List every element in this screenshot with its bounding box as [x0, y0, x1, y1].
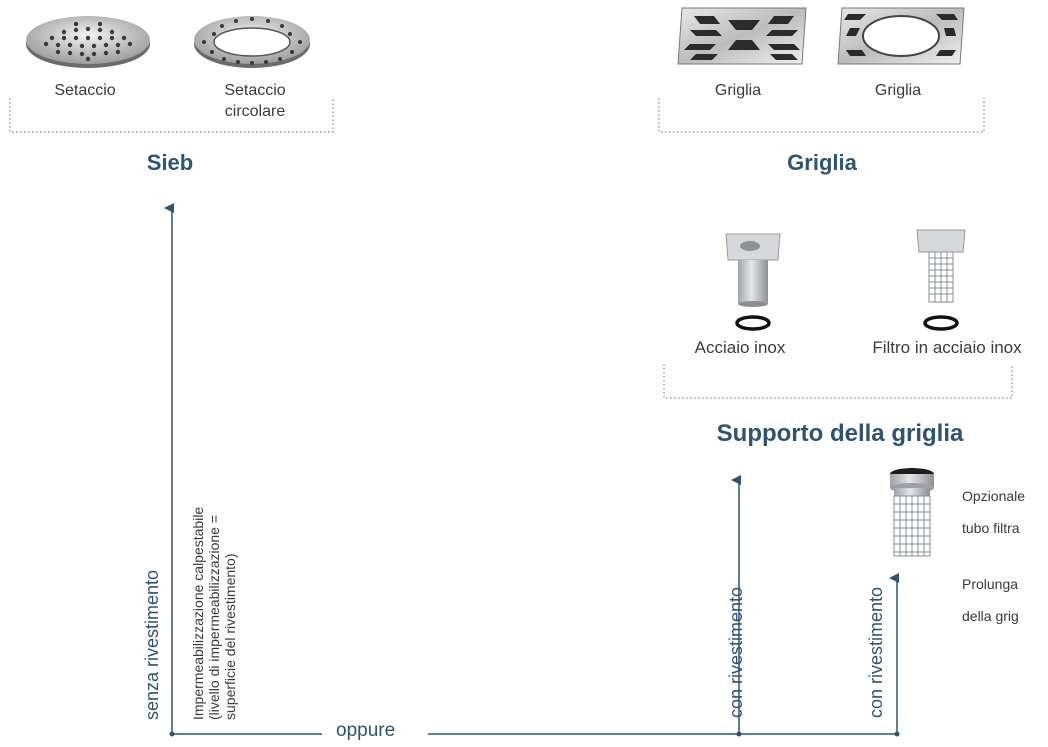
- sieb-item2-label-line2: circolare: [224, 103, 286, 120]
- griglia-bracket: [658, 98, 985, 133]
- waterproofing-note-line3: superficie del rivestimento): [222, 553, 238, 720]
- node-left: [169, 731, 175, 737]
- waterproofing-note-line2: (livello di impermeabilizzazione =: [206, 514, 222, 720]
- sieve-ring-image: [194, 16, 310, 68]
- griglia-item1-label: Griglia: [714, 82, 762, 99]
- waterproofing-note-line1: Impermeabilizzazione calpestabile: [190, 506, 206, 720]
- sieb-item2-label-line1: Setaccio: [224, 82, 286, 99]
- griglia-heading: Griglia: [787, 150, 857, 175]
- sieve-disc-image: [26, 16, 150, 68]
- supporto-item1-label: Acciaio inox: [694, 338, 786, 357]
- optional-line3: Prolunga: [962, 576, 1019, 592]
- supporto-item2-label: Filtro in acciaio inox: [872, 338, 1022, 357]
- optional-line1: Opzionale: [962, 488, 1026, 504]
- node-right: [894, 731, 900, 737]
- supporto-heading: Supporto della griglia: [716, 420, 964, 447]
- sieb-item2-label: Setaccio circolare: [200, 80, 310, 122]
- sieb-item1-label: Setaccio: [54, 82, 116, 99]
- supporto-bracket: [663, 364, 1013, 399]
- right-vertical-label: con rivestimento: [866, 586, 886, 718]
- grate-slotted-image: [677, 7, 807, 65]
- node-middle: [736, 731, 742, 737]
- optional-line2: tubo filtra: [962, 520, 1020, 536]
- griglia-item2-label: Griglia: [874, 82, 922, 99]
- support-stainless-image: [725, 233, 781, 331]
- optional-line4: della grig: [962, 608, 1019, 624]
- middle-vertical-label: con rivestimento: [726, 586, 746, 718]
- oppure-label: oppure: [336, 720, 396, 741]
- grate-round-image: [837, 7, 965, 65]
- waterproofing-note: Impermeabilizzazione calpestabile (livel…: [190, 507, 238, 720]
- support-filter-image: [916, 229, 966, 331]
- sieb-bracket: [9, 98, 334, 133]
- extension-filter-tube-image: [890, 468, 934, 557]
- sieb-heading: Sieb: [146, 150, 194, 175]
- left-vertical-label: senza rivestimento: [142, 569, 162, 720]
